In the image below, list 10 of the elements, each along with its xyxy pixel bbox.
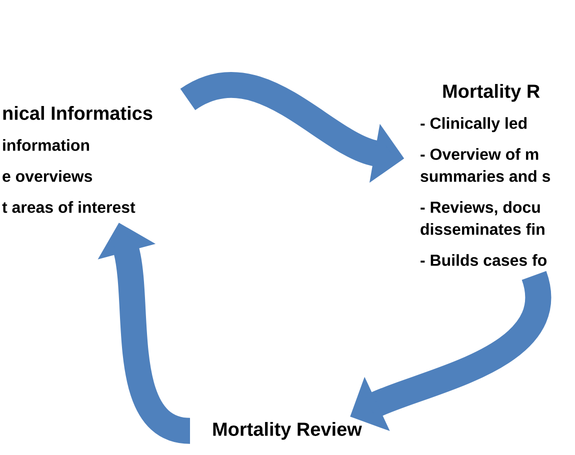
bullet-text: - Overview of m summaries and s — [420, 148, 550, 182]
bullet-text: information — [3, 139, 89, 151]
bullet-text: e overviews — [2, 170, 92, 182]
bullet-text: - Reviews, docu disseminates fin — [420, 201, 544, 235]
heading: Mortality R — [443, 84, 540, 102]
bullet-text: - Clinically led — [420, 117, 527, 132]
bullet-text: - Builds cases fo — [420, 254, 546, 266]
heading: Mortality Review — [213, 422, 362, 440]
heading: nical Informatics — [3, 106, 152, 120]
bullet-text: t areas of interest — [2, 201, 136, 213]
